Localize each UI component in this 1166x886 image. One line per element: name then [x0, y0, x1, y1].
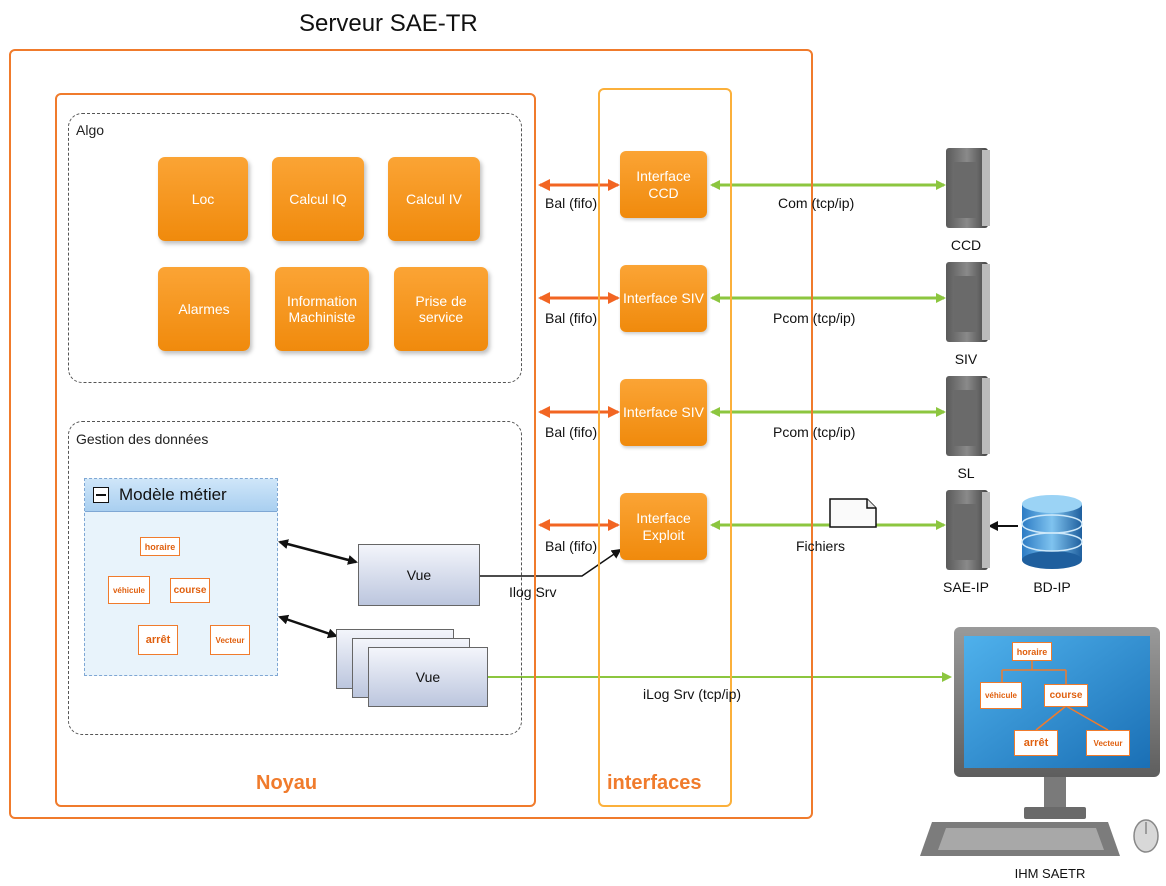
noyau-label: Noyau — [256, 772, 318, 794]
model-header-label: Modèle métier — [119, 485, 227, 504]
ihm-node-vecteur: Vecteur — [1086, 730, 1130, 756]
bal-label-2: Bal (fifo) — [545, 310, 598, 326]
algo-frame — [68, 113, 522, 383]
interface-exploit: Interface Exploit — [620, 493, 707, 560]
siv-server-icon — [946, 262, 990, 342]
ihm-node-course: course — [1044, 684, 1088, 707]
interfaces-label: interfaces — [607, 772, 702, 794]
module-prise-de-service: Prise de service — [394, 267, 488, 351]
model-node-horaire: horaire — [140, 537, 180, 556]
bal-label-3: Bal (fifo) — [545, 424, 598, 440]
interface-siv-2: Interface SIV — [620, 379, 707, 446]
ihm-node-vehicule: véhicule — [980, 682, 1022, 709]
link-ilog-tcp-label: iLog Srv (tcp/ip) — [643, 686, 742, 702]
module-calcul-iv: Calcul IV — [388, 157, 480, 241]
module-information-machiniste: Information Machiniste — [275, 267, 369, 351]
data-mgmt-label: Gestion des données — [76, 431, 209, 447]
bal-label-1: Bal (fifo) — [545, 195, 598, 211]
interface-siv-1: Interface SIV — [620, 265, 707, 332]
vue-box-single: Vue — [358, 544, 480, 606]
model-node-arret: arrêt — [138, 625, 178, 655]
link-ilog-srv-label: Ilog Srv — [509, 584, 557, 600]
module-calcul-iq: Calcul IQ — [272, 157, 364, 241]
link-pcom-2-label: Pcom (tcp/ip) — [773, 424, 856, 440]
ihm-node-horaire: horaire — [1012, 642, 1052, 661]
model-node-vehicule: véhicule — [108, 576, 150, 604]
server-label-bd-ip: BD-IP — [1033, 579, 1071, 595]
link-com-label: Com (tcp/ip) — [778, 195, 855, 211]
module-loc: Loc — [158, 157, 248, 241]
module-alarmes: Alarmes — [158, 267, 250, 351]
server-label-sae-ip: SAE-IP — [943, 579, 989, 595]
sl-server-icon — [946, 376, 990, 456]
link-fichiers-label: Fichiers — [796, 538, 846, 554]
algo-label: Algo — [76, 122, 105, 138]
database-icon — [1021, 495, 1083, 569]
ihm-label: IHM SAETR — [1014, 866, 1086, 881]
vue-box-stacked: Vue — [368, 647, 488, 707]
sae-ip-server-icon — [946, 490, 990, 570]
interfaces-frame — [598, 88, 732, 807]
collapse-icon[interactable] — [93, 487, 109, 503]
ccd-server-icon — [946, 148, 990, 228]
ilog-srv-arrow — [480, 548, 622, 577]
server-title: Serveur SAE-TR — [299, 10, 478, 37]
model-node-vecteur: Vecteur — [210, 625, 250, 655]
interface-ccd: Interface CCD — [620, 151, 707, 218]
link-pcom-1-label: Pcom (tcp/ip) — [773, 310, 856, 326]
model-header: Modèle métier — [85, 479, 277, 512]
server-label-ccd: CCD — [950, 237, 982, 253]
file-icon — [829, 498, 877, 528]
ihm-node-arret: arrêt — [1014, 730, 1058, 756]
tcp-arrows — [710, 180, 946, 530]
server-label-siv: SIV — [954, 351, 978, 367]
server-frame — [9, 49, 813, 819]
server-label-sl: SL — [957, 465, 975, 481]
bal-arrows — [538, 179, 620, 531]
model-vue-arrow-1 — [278, 539, 358, 565]
data-mgmt-frame — [68, 421, 522, 735]
bal-label-4: Bal (fifo) — [545, 538, 598, 554]
model-vue-arrow-2 — [278, 614, 338, 639]
noyau-frame — [55, 93, 536, 807]
model-node-course: course — [170, 578, 210, 603]
